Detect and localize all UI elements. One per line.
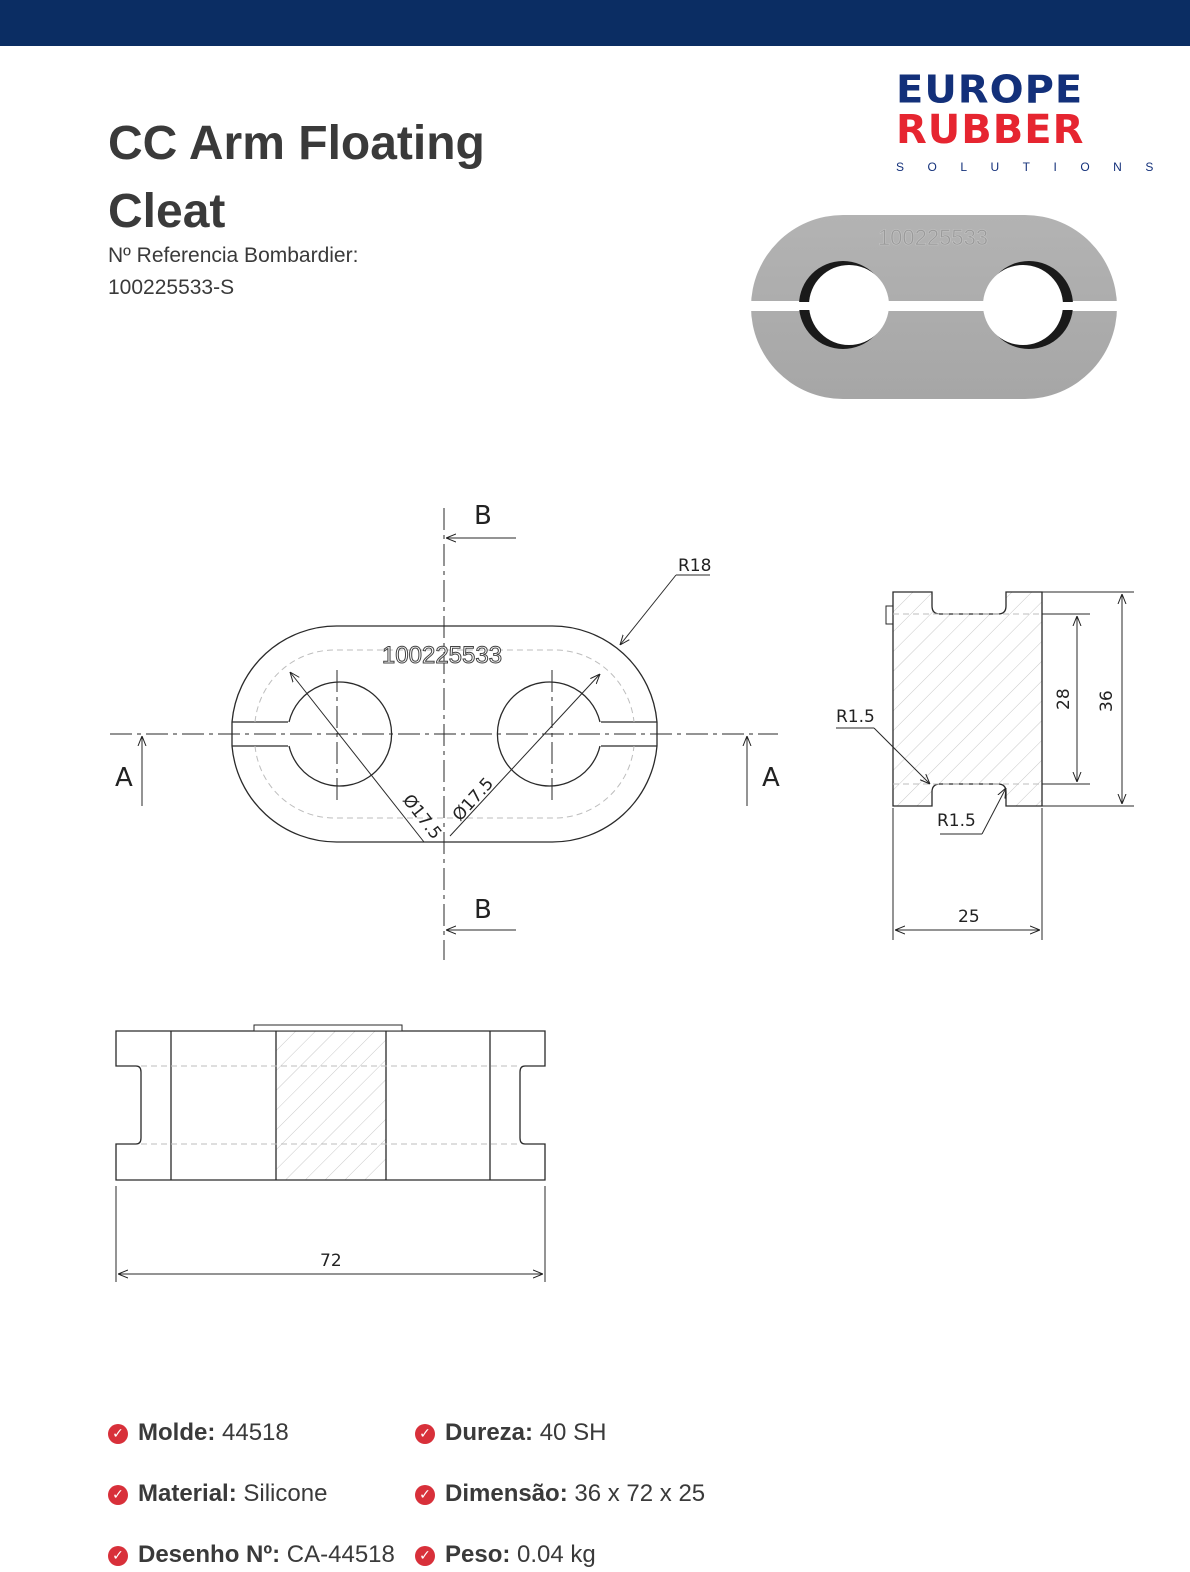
side-radius-bottom-label: R1.5 [937, 811, 976, 831]
check-icon: ✓ [415, 1546, 435, 1566]
spec-value: Silicone [243, 1480, 328, 1507]
photo-engraving: 100225533 [878, 225, 988, 250]
spec-value: 0.04 kg [517, 1541, 596, 1568]
spec-label: Peso: [445, 1541, 511, 1568]
spec-dimensao: ✓ Dimensão: 36 x 72 x 25 [415, 1479, 705, 1509]
spec-material: ✓ Material: Silicone [108, 1479, 327, 1509]
spec-label: Dureza: [445, 1419, 534, 1446]
check-icon: ✓ [415, 1424, 435, 1444]
spec-dureza: ✓ Dureza: 40 SH [415, 1418, 606, 1448]
drawing-engraving: 100225533 [382, 642, 502, 669]
check-icon: ✓ [415, 1485, 435, 1505]
diameter-left-label: Ø17.5 [398, 791, 445, 844]
logo-line-2: RUBBER [896, 107, 1085, 153]
technical-drawing: B B A A 100225533 R18 Ø17.5 Ø17.5 36 28 … [110, 501, 1134, 1282]
spec-desenho: ✓ Desenho Nº: CA-44518 [108, 1540, 395, 1570]
spec-label: Material: [138, 1480, 237, 1507]
reference-label: Nº Referencia Bombardier: [108, 244, 359, 267]
spec-value: CA-44518 [286, 1541, 395, 1568]
logo-line-1: EUROPE [896, 68, 1084, 112]
side-radius-top-label: R1.5 [836, 707, 875, 727]
dim-36-label: 36 [1097, 690, 1117, 712]
reference-value: 100225533-S [108, 276, 235, 299]
dim-28-label: 28 [1054, 688, 1074, 710]
section-b-bottom: B [474, 895, 492, 925]
check-icon: ✓ [108, 1424, 128, 1444]
spec-label: Molde: [138, 1419, 216, 1446]
top-bar [0, 0, 1190, 46]
spec-value: 40 SH [539, 1419, 607, 1446]
dim-25-label: 25 [958, 907, 980, 927]
product-photo: 100225533 [745, 215, 1125, 399]
product-title: CC Arm Floating Cleat [108, 110, 485, 246]
reference-block: Nº Referencia Bombardier: 100225533-S [108, 240, 358, 304]
section-b-top: B [474, 501, 492, 531]
title-line-1: CC Arm Floating [108, 117, 485, 170]
dim-72-label: 72 [320, 1251, 342, 1271]
logo-line-3: SOLUTIONS [896, 160, 1177, 174]
check-icon: ✓ [108, 1546, 128, 1566]
spec-value: 36 x 72 x 25 [574, 1480, 706, 1507]
check-icon: ✓ [108, 1485, 128, 1505]
spec-molde: ✓ Molde: 44518 [108, 1418, 289, 1448]
company-logo: EUROPE RUBBER SOLUTIONS [896, 70, 1166, 180]
spec-label: Dimensão: [445, 1480, 568, 1507]
section-a-right: A [762, 763, 780, 793]
spec-value: 44518 [222, 1419, 289, 1446]
spec-label: Desenho Nº: [138, 1541, 281, 1568]
title-line-2: Cleat [108, 185, 226, 238]
spec-peso: ✓ Peso: 0.04 kg [415, 1540, 596, 1570]
section-a-left: A [115, 763, 133, 793]
radius-outer-label: R18 [678, 556, 711, 576]
